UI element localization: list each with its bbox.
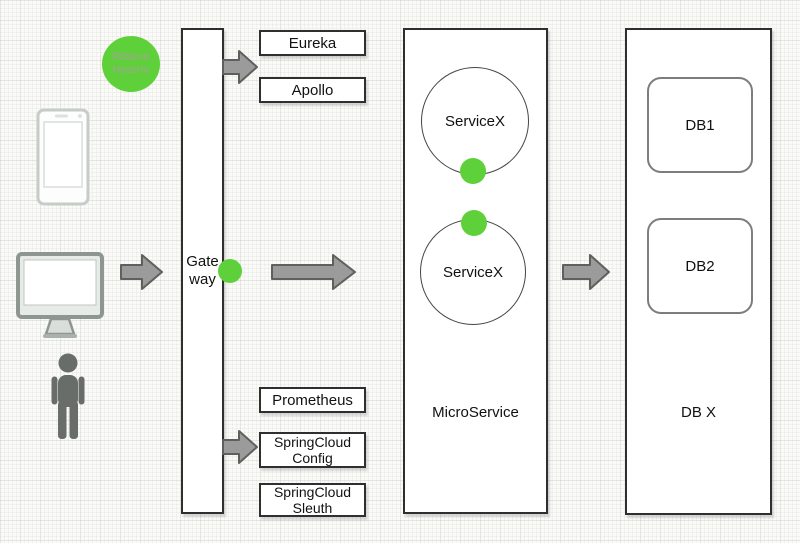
springcloud-sleuth-box: SpringCloud Sleuth bbox=[259, 483, 366, 517]
arrow-right-icon bbox=[222, 48, 259, 86]
microservice-label: MicroService bbox=[432, 404, 519, 421]
servicex-circle-1: ServiceX bbox=[421, 67, 529, 175]
arrow-right-icon bbox=[271, 252, 357, 292]
springcloud-config-box: SpringCloud Config bbox=[259, 432, 366, 468]
gateway-label: Gate way bbox=[186, 253, 219, 288]
servicex-green-dot-2 bbox=[461, 210, 487, 236]
db1-box: DB1 bbox=[647, 77, 753, 173]
eureka-box: Eureka bbox=[259, 30, 366, 56]
servicex-green-dot-1 bbox=[460, 158, 486, 184]
arrow-right-icon bbox=[120, 252, 164, 292]
desktop-computer-icon bbox=[16, 252, 104, 342]
prometheus-box: Prometheus bbox=[259, 387, 366, 413]
person-icon bbox=[45, 353, 91, 441]
ribbon-hystrix-circle: Ribbon Hystrix bbox=[102, 36, 160, 92]
database-label: DB X bbox=[680, 404, 716, 421]
arrow-right-icon bbox=[562, 252, 611, 292]
gateway-green-dot bbox=[218, 259, 242, 283]
apollo-box: Apollo bbox=[259, 77, 366, 103]
smartphone-icon bbox=[36, 108, 90, 206]
db2-box: DB2 bbox=[647, 218, 753, 314]
arrow-right-icon bbox=[222, 428, 259, 466]
